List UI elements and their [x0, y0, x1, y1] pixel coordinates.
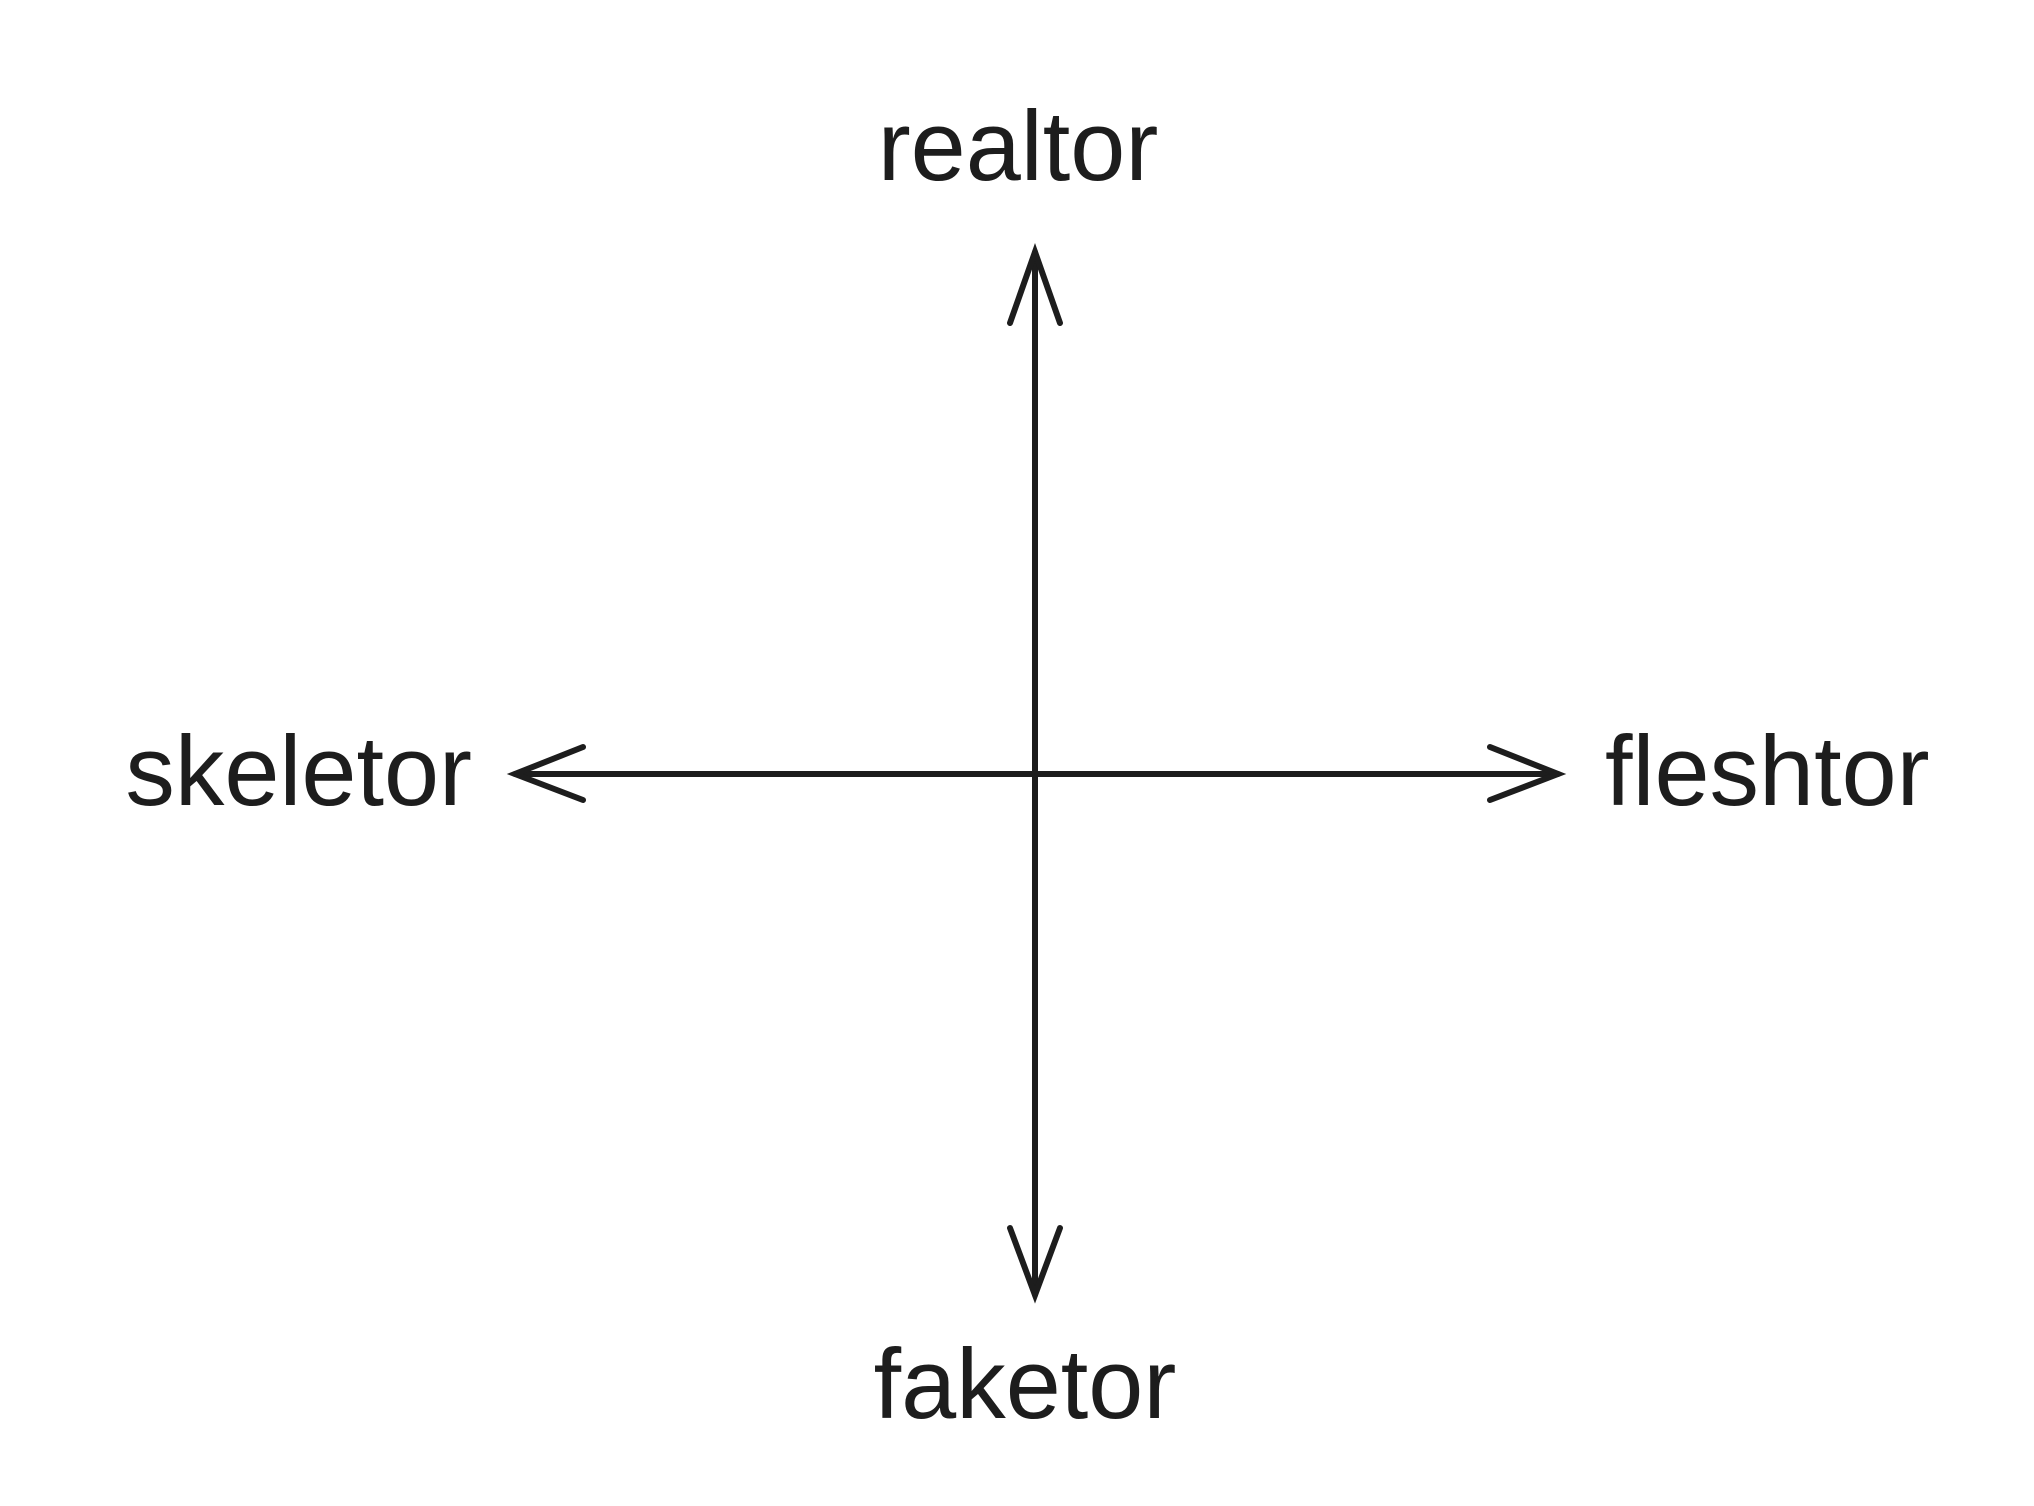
right-arrowhead-icon	[1487, 744, 1567, 803]
top-axis-label: realtor	[878, 90, 1159, 201]
bottom-axis-label: faketor	[874, 1328, 1177, 1439]
right-axis-label: fleshtor	[1605, 715, 1930, 826]
left-axis-label: skeletor	[125, 715, 472, 826]
down-arrowhead-icon	[1007, 1225, 1063, 1304]
up-arrowhead-icon	[1007, 242, 1063, 326]
left-arrowhead-icon	[506, 744, 586, 803]
